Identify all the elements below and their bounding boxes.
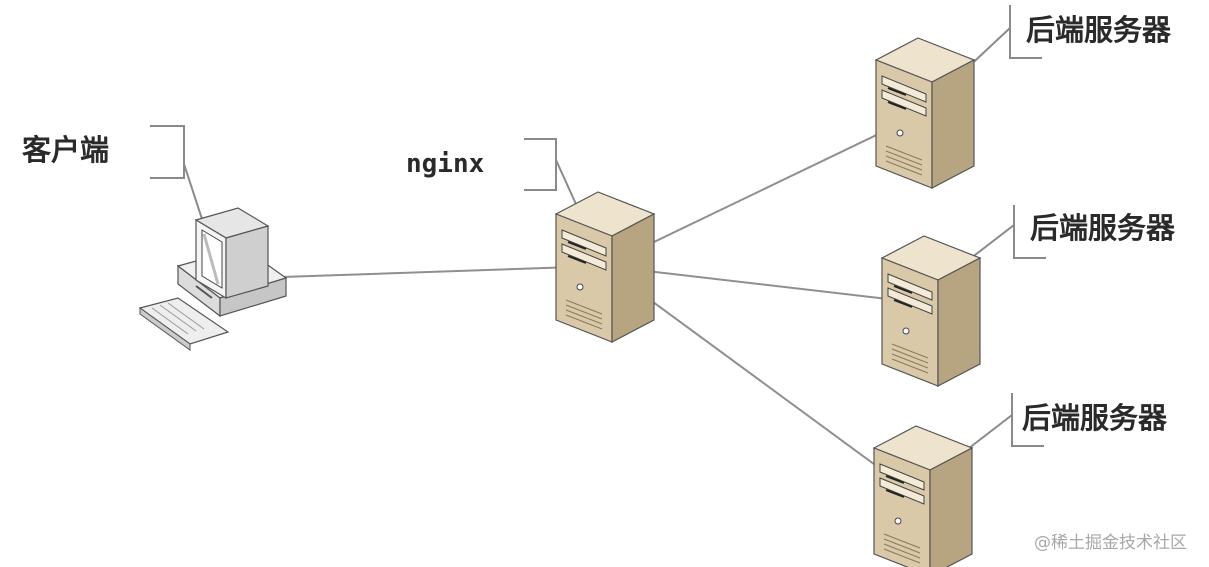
- backend-1-label-bracket: [1009, 5, 1042, 59]
- backend-2-label-bracket: [1013, 205, 1046, 259]
- nginx-label: nginx: [406, 149, 484, 179]
- client-label-bracket: [150, 125, 185, 179]
- watermark-text: @稀土掘金技术社区: [1034, 533, 1187, 553]
- nginx-label-bracket: [524, 138, 557, 191]
- nginx-server-icon: [555, 191, 655, 343]
- backend-server-3-label: 后端服务器: [1022, 401, 1168, 435]
- link-nginx-backend-1: [603, 115, 917, 267]
- link-nginx-backend-2: [603, 265, 915, 303]
- client-label: 客户端: [22, 133, 109, 167]
- desktop-computer-icon: [138, 207, 288, 351]
- backend-server-2-label: 后端服务器: [1030, 211, 1176, 245]
- connection-lines: [281, 115, 917, 493]
- link-client-nginx: [281, 265, 605, 278]
- backend-server-1-icon: [875, 37, 975, 189]
- link-nginx-backend-3: [603, 265, 913, 493]
- backend-server-2-icon: [881, 235, 981, 387]
- backend-3-label-bracket: [1011, 393, 1044, 447]
- backend-server-3-icon: [873, 425, 973, 567]
- backend-server-1-label: 后端服务器: [1026, 13, 1172, 47]
